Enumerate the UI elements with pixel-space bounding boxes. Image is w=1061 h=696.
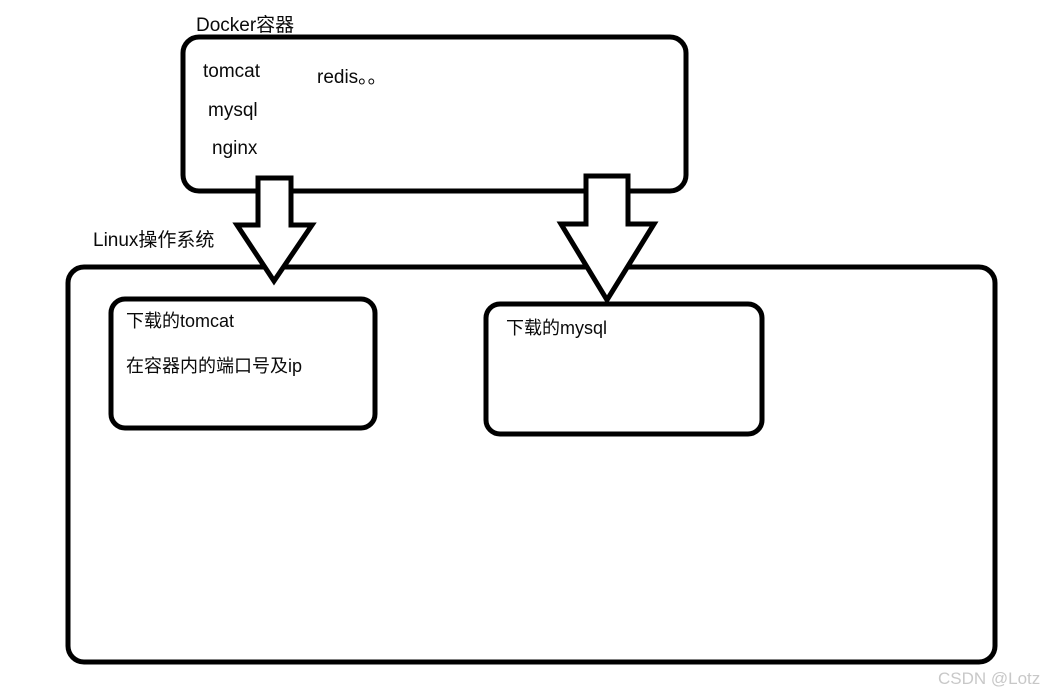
arrow-docker-to-tomcat-icon <box>232 175 317 286</box>
docker-item-tomcat: tomcat <box>203 61 261 82</box>
docker-item-nginx: nginx <box>212 138 258 159</box>
linux-os-label: Linux操作系统 <box>93 229 214 251</box>
downloaded-tomcat-line-2: 在容器内的端口号及ip <box>126 356 302 376</box>
downloaded-tomcat-box <box>108 296 378 431</box>
downloaded-mysql-line-1: 下载的mysql <box>506 318 607 338</box>
downloaded-mysql-box <box>483 301 765 437</box>
docker-container-box <box>180 34 689 194</box>
docker-item-redis-note: redis。。 <box>317 67 387 88</box>
arrow-docker-to-mysql-icon <box>556 173 659 305</box>
watermark: CSDN @Lotz <box>938 669 1040 688</box>
docker-container-label: Docker容器 <box>196 14 294 36</box>
downloaded-tomcat-line-1: 下载的tomcat <box>126 311 234 331</box>
docker-item-mysql: mysql <box>208 100 258 121</box>
